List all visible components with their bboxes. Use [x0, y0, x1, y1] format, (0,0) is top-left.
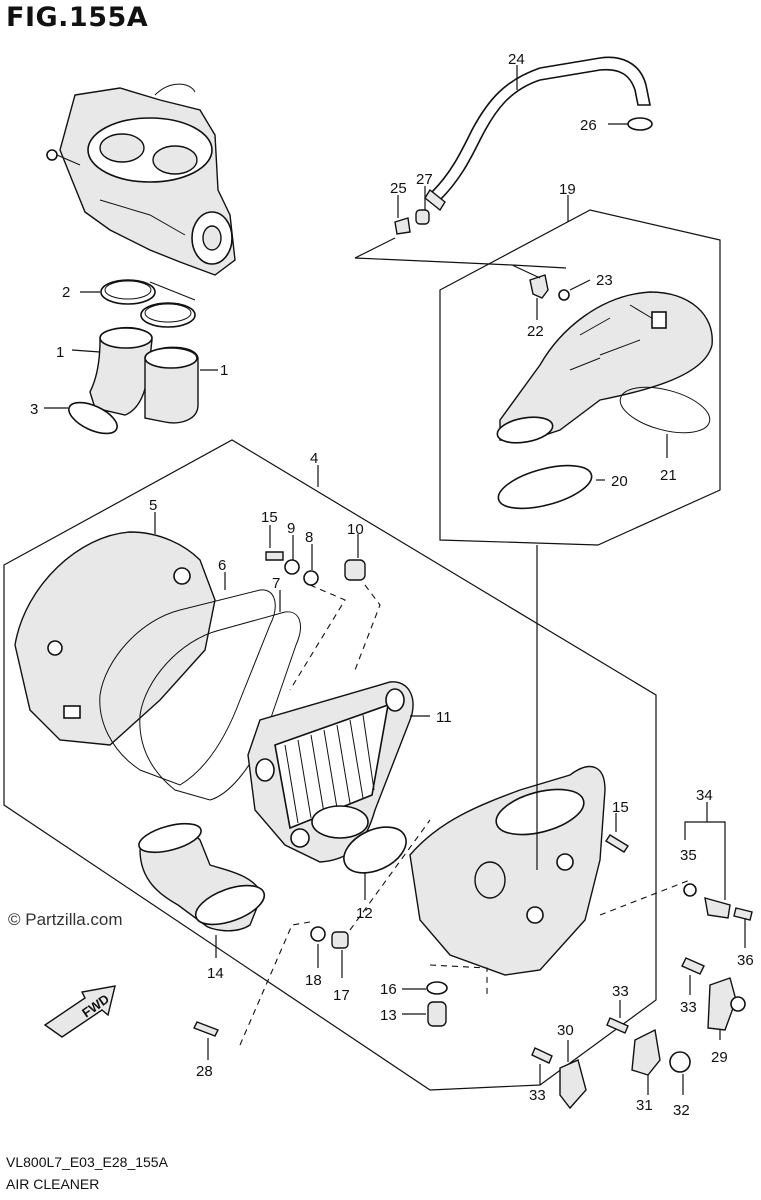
callout-28: 28: [196, 1063, 213, 1080]
clamp-27-drawing: [415, 209, 430, 225]
callout-23: 23: [596, 272, 613, 289]
hose-route-line: [354, 257, 567, 279]
callout-18: 18: [305, 972, 322, 989]
callout-14: 14: [207, 965, 224, 982]
callout-34: 34: [696, 787, 713, 804]
gasket-6-drawing: [99, 589, 276, 786]
callout-10: 10: [347, 521, 364, 538]
callout-5: 5: [149, 497, 157, 514]
duct-group-outline: [439, 209, 721, 546]
callout-4: 4: [310, 450, 318, 467]
leader-lower-right: [539, 1000, 684, 1095]
callout-1: 1: [56, 344, 64, 361]
sensor-35-36-drawing: [683, 883, 753, 921]
callout-1: 1: [220, 362, 228, 379]
callout-27: 27: [416, 171, 433, 188]
leader-18-17: [317, 944, 343, 978]
leader-16-13: [402, 988, 426, 1015]
callout-31: 31: [636, 1097, 653, 1114]
callout-29: 29: [711, 1049, 728, 1066]
leader-25-27: [397, 186, 426, 218]
callout-25: 25: [390, 180, 407, 197]
callout-24: 24: [508, 51, 525, 68]
bracket-29-drawing: [681, 957, 746, 1031]
element-7-drawing: [139, 611, 301, 801]
callout-33: 33: [529, 1087, 546, 1104]
bolt-28-drawing: [193, 1021, 219, 1037]
screw-15b-drawing: [605, 834, 629, 853]
callout-32: 32: [673, 1102, 690, 1119]
callout-16: 16: [380, 981, 397, 998]
callout-33: 33: [680, 999, 697, 1016]
leader-fasteners-top: [269, 525, 359, 570]
callout-20: 20: [611, 473, 628, 490]
figure-name: AIR CLEANER: [6, 1176, 100, 1192]
dash-35: [599, 879, 691, 916]
dash-10: [354, 584, 381, 671]
fasteners-drawing: [265, 551, 366, 586]
bracket-30-31-32-drawing: [531, 1017, 691, 1110]
air-cleaner-box-outline: [3, 439, 657, 1091]
callout-3: 3: [30, 401, 38, 418]
callout-35: 35: [680, 847, 697, 864]
dash-17: [349, 819, 431, 931]
callout-22: 22: [527, 323, 544, 340]
clip-23-drawing: [558, 289, 570, 301]
cover-5-drawing: [14, 531, 216, 746]
clamp-21-drawing: [619, 386, 711, 434]
leader-25-route: [354, 237, 396, 259]
callout-30: 30: [557, 1022, 574, 1039]
callout-12: 12: [356, 905, 373, 922]
hose-24-drawing: [424, 56, 651, 212]
watermark-text: © Partzilla.com: [8, 910, 123, 929]
callout-8: 8: [305, 529, 313, 546]
leader-34: [684, 802, 726, 900]
dash-16: [429, 964, 488, 995]
callout-11: 11: [436, 709, 452, 726]
callout-13: 13: [380, 1007, 397, 1024]
callout-36: 36: [737, 952, 754, 969]
callout-2: 2: [62, 284, 70, 301]
callout-26: 26: [580, 117, 597, 134]
callout-15: 15: [261, 509, 278, 526]
duct-drawing: [496, 291, 713, 444]
clip-25-drawing: [394, 217, 411, 235]
callout-17: 17: [333, 987, 350, 1004]
fitting-22-drawing: [529, 274, 549, 299]
callout-19: 19: [559, 181, 576, 198]
leader-33-29: [689, 975, 721, 1040]
air-cleaner-case-drawing: [409, 765, 606, 976]
fwd-arrow: [43, 985, 116, 1038]
callout-9: 9: [287, 520, 295, 537]
callout-15: 15: [612, 799, 629, 816]
grommets-drawing: [310, 926, 349, 949]
dash-8: [289, 584, 346, 691]
funnel-14-drawing: [138, 822, 266, 932]
callout-21: 21: [660, 467, 677, 484]
intake-pipe-drawing: [89, 326, 199, 424]
figure-title: FIG.155A: [6, 2, 149, 33]
filter-element-11-drawing: [247, 681, 414, 863]
band-3-drawing: [68, 401, 118, 435]
clamp-pair-drawing: [100, 279, 196, 328]
leader-22-23: [536, 279, 591, 320]
fwd-label: FWD: [79, 991, 112, 1020]
callout-6: 6: [218, 557, 226, 574]
ring-20-drawing: [497, 464, 593, 510]
drain-parts-drawing: [426, 981, 448, 1027]
seal-12-drawing: [343, 826, 407, 874]
callout-33: 33: [612, 983, 629, 1000]
throttle-body-drawing: [46, 83, 236, 276]
callout-7: 7: [272, 575, 280, 592]
figure-code: VL800L7_E03_E28_155A: [6, 1154, 168, 1170]
leader-lines-top-left: [44, 291, 218, 409]
